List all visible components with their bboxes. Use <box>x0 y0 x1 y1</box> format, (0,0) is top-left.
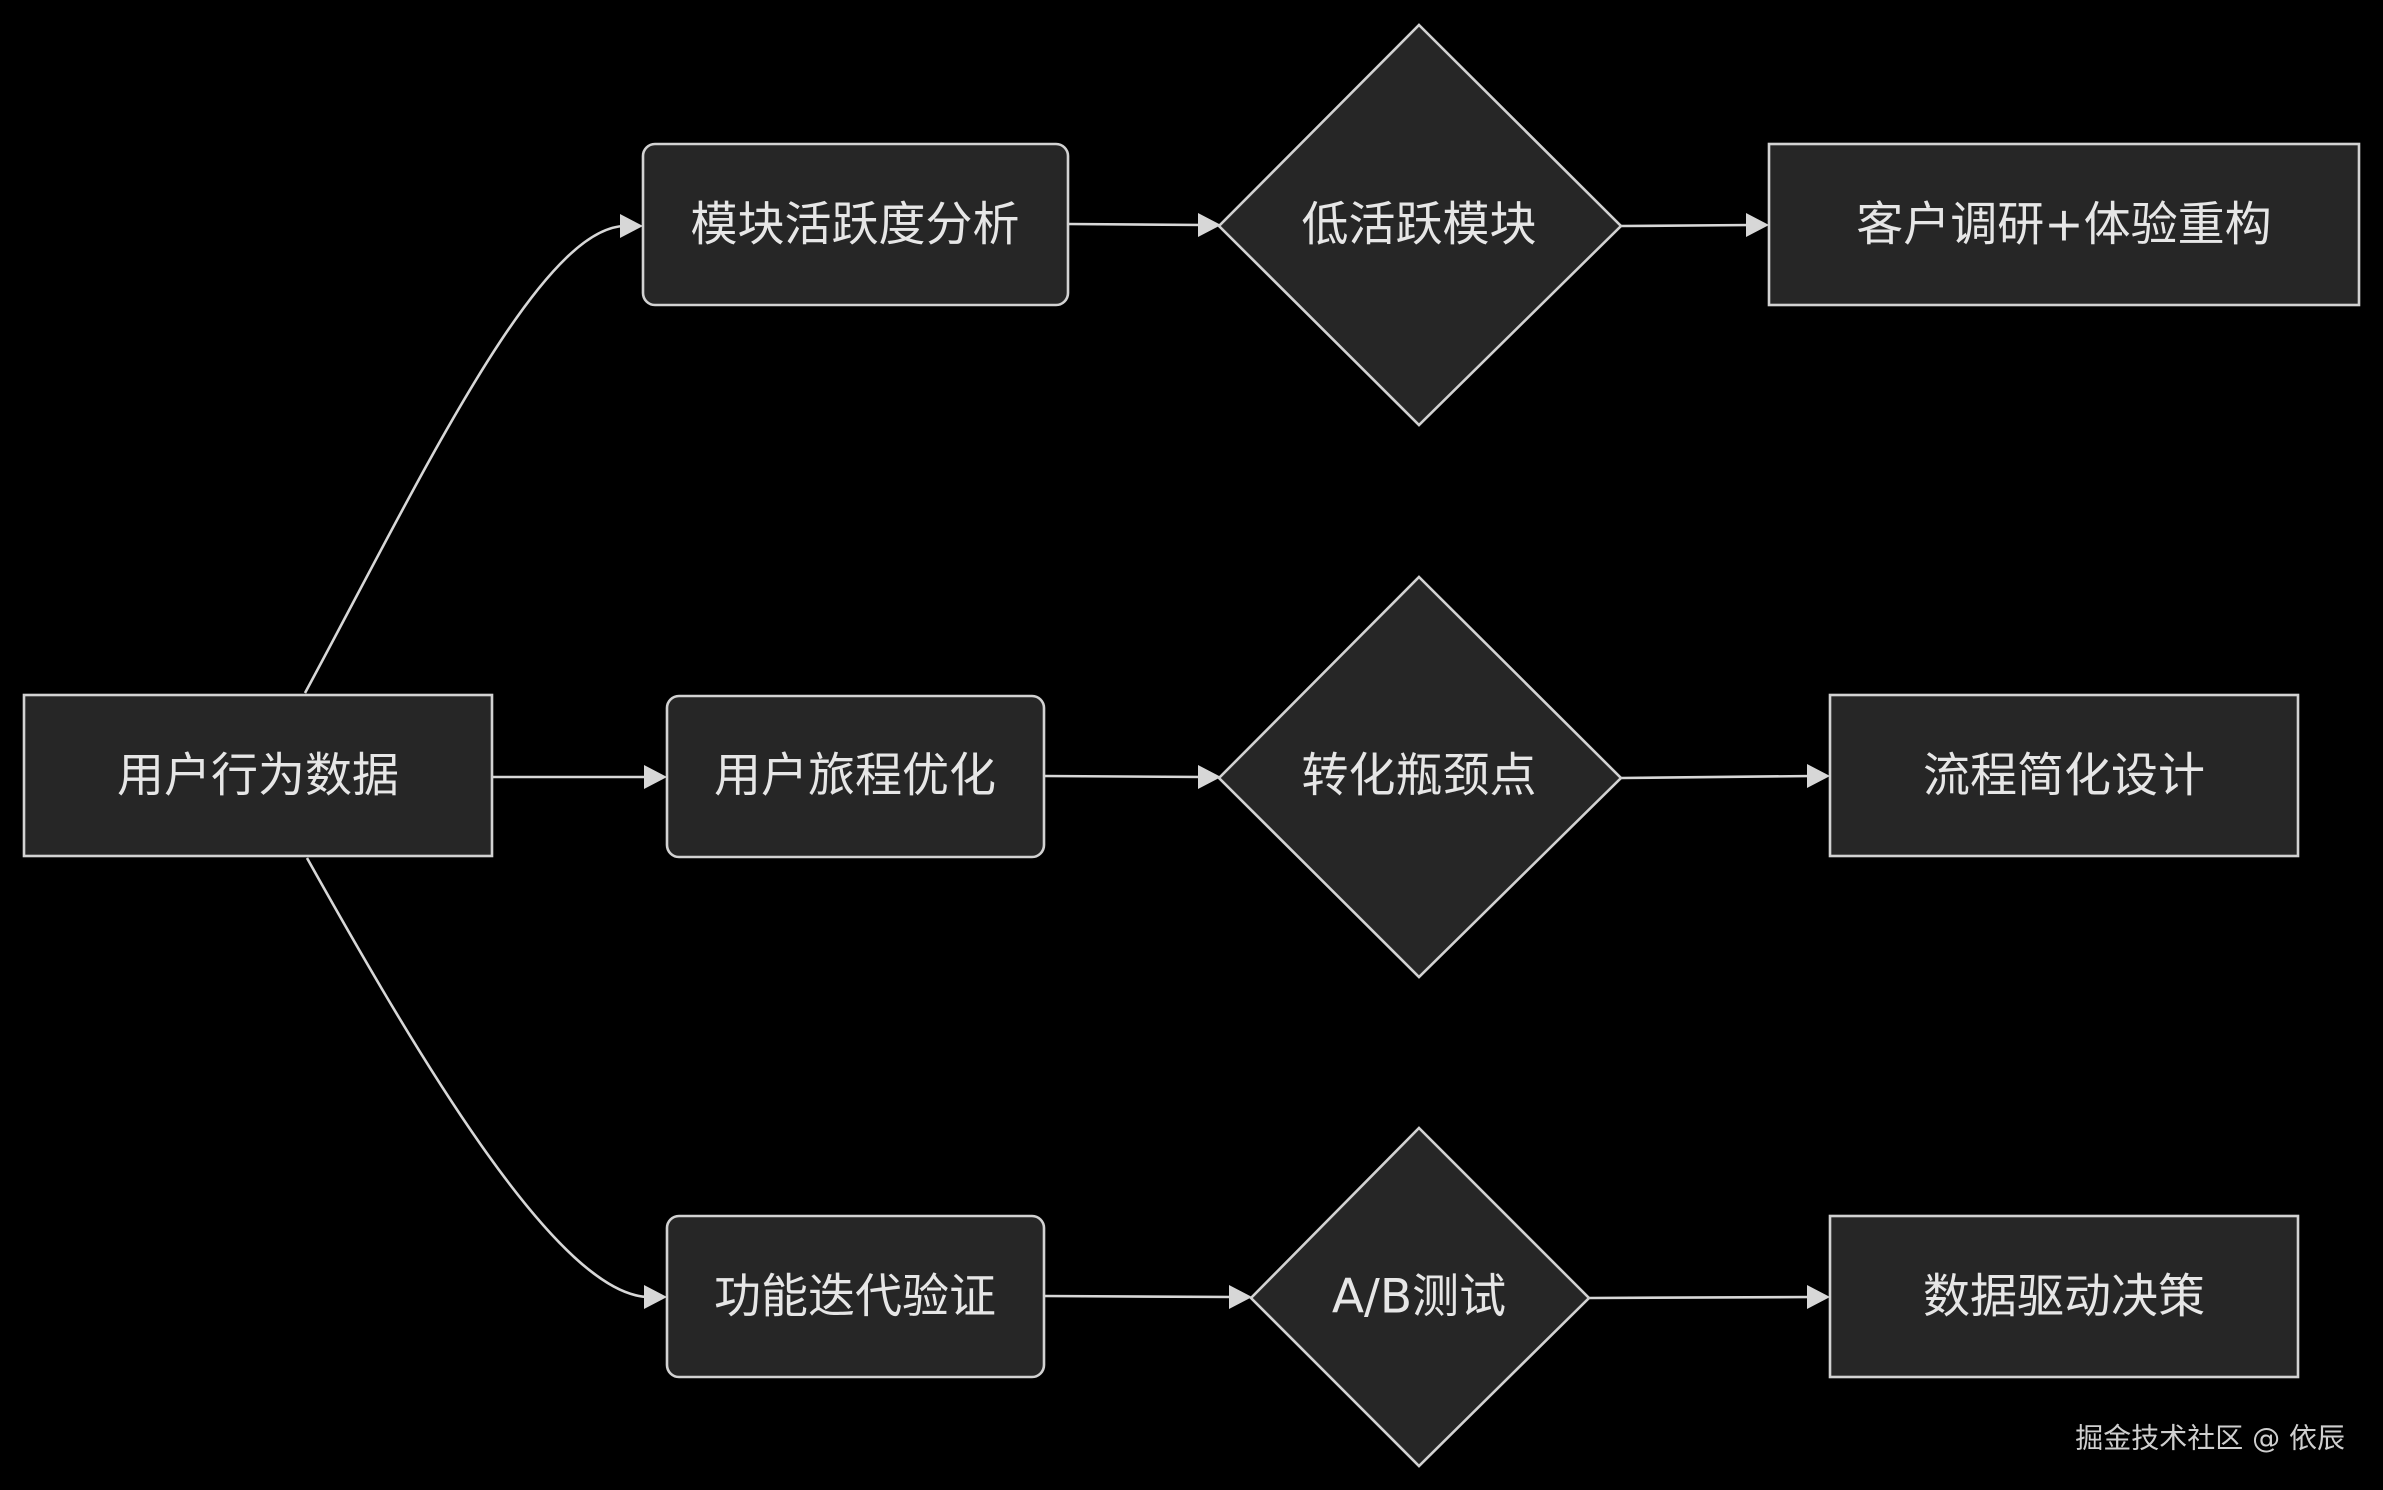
node-d2[interactable]: 转化瓶颈点 <box>1217 575 1623 979</box>
arrowhead-m2 <box>644 765 667 789</box>
arrowhead-d1 <box>1198 213 1221 237</box>
node-r1-label: 客户调研+体验重构 <box>1856 198 2271 253</box>
arrowhead-m3 <box>644 1285 667 1309</box>
edge-m1-to-d1 <box>1067 222 1205 227</box>
edges <box>303 213 1830 1309</box>
node-r1-box <box>1767 142 2361 307</box>
edge-m2-to-d2 <box>1043 774 1205 779</box>
node-r3-label: 数据驱动决策 <box>1923 1270 2205 1325</box>
arrowhead-r2 <box>1807 764 1830 788</box>
node-r3[interactable]: 数据驱动决策 <box>1828 1214 2300 1379</box>
edge-d3-to-r3 <box>1588 1295 1814 1300</box>
node-d3[interactable]: A/B测试 <box>1249 1126 1591 1468</box>
node-r2-box <box>1828 693 2300 858</box>
edge-d1-to-r1 <box>1620 223 1753 228</box>
arrowhead-m1 <box>620 214 643 238</box>
edge-root-to-m1 <box>303 224 627 694</box>
arrowhead-d3 <box>1229 1285 1252 1309</box>
node-d1-diamond <box>1217 23 1623 427</box>
node-root[interactable]: 用户行为数据 <box>22 693 494 858</box>
node-r2[interactable]: 流程简化设计 <box>1828 693 2300 858</box>
node-m3[interactable]: 功能迭代验证 <box>665 1214 1046 1379</box>
node-m1-label: 模块活跃度分析 <box>691 198 1020 253</box>
node-root-label: 用户行为数据 <box>117 749 399 804</box>
watermark-text: 掘金技术社区 @ 依辰 <box>2075 1422 2345 1455</box>
edge-d2-to-r2 <box>1620 774 1814 780</box>
node-d2-diamond <box>1217 575 1623 979</box>
node-r3-box <box>1828 1214 2300 1379</box>
node-m2[interactable]: 用户旅程优化 <box>665 694 1046 859</box>
arrowhead-d2 <box>1198 765 1221 789</box>
node-m2-label: 用户旅程优化 <box>714 749 996 804</box>
node-m1-box <box>641 142 1070 307</box>
edge-m3-to-d3 <box>1043 1294 1236 1299</box>
node-m3-label: 功能迭代验证 <box>714 1270 996 1325</box>
node-root-box <box>22 693 494 858</box>
node-d2-label: 转化瓶颈点 <box>1302 749 1537 804</box>
node-r2-label: 流程简化设计 <box>1923 749 2205 804</box>
arrowhead-r1 <box>1746 213 1769 237</box>
node-d1-label: 低活跃模块 <box>1302 198 1537 253</box>
node-d1[interactable]: 低活跃模块 <box>1217 23 1623 427</box>
node-m1[interactable]: 模块活跃度分析 <box>641 142 1070 307</box>
node-d3-label: A/B测试 <box>1332 1270 1506 1325</box>
node-r1[interactable]: 客户调研+体验重构 <box>1767 142 2361 307</box>
arrowhead-r3 <box>1807 1285 1830 1309</box>
node-m2-box <box>665 694 1046 859</box>
edge-root-to-m3 <box>305 857 651 1299</box>
node-d3-diamond <box>1249 1126 1591 1468</box>
node-m3-box <box>665 1214 1046 1379</box>
